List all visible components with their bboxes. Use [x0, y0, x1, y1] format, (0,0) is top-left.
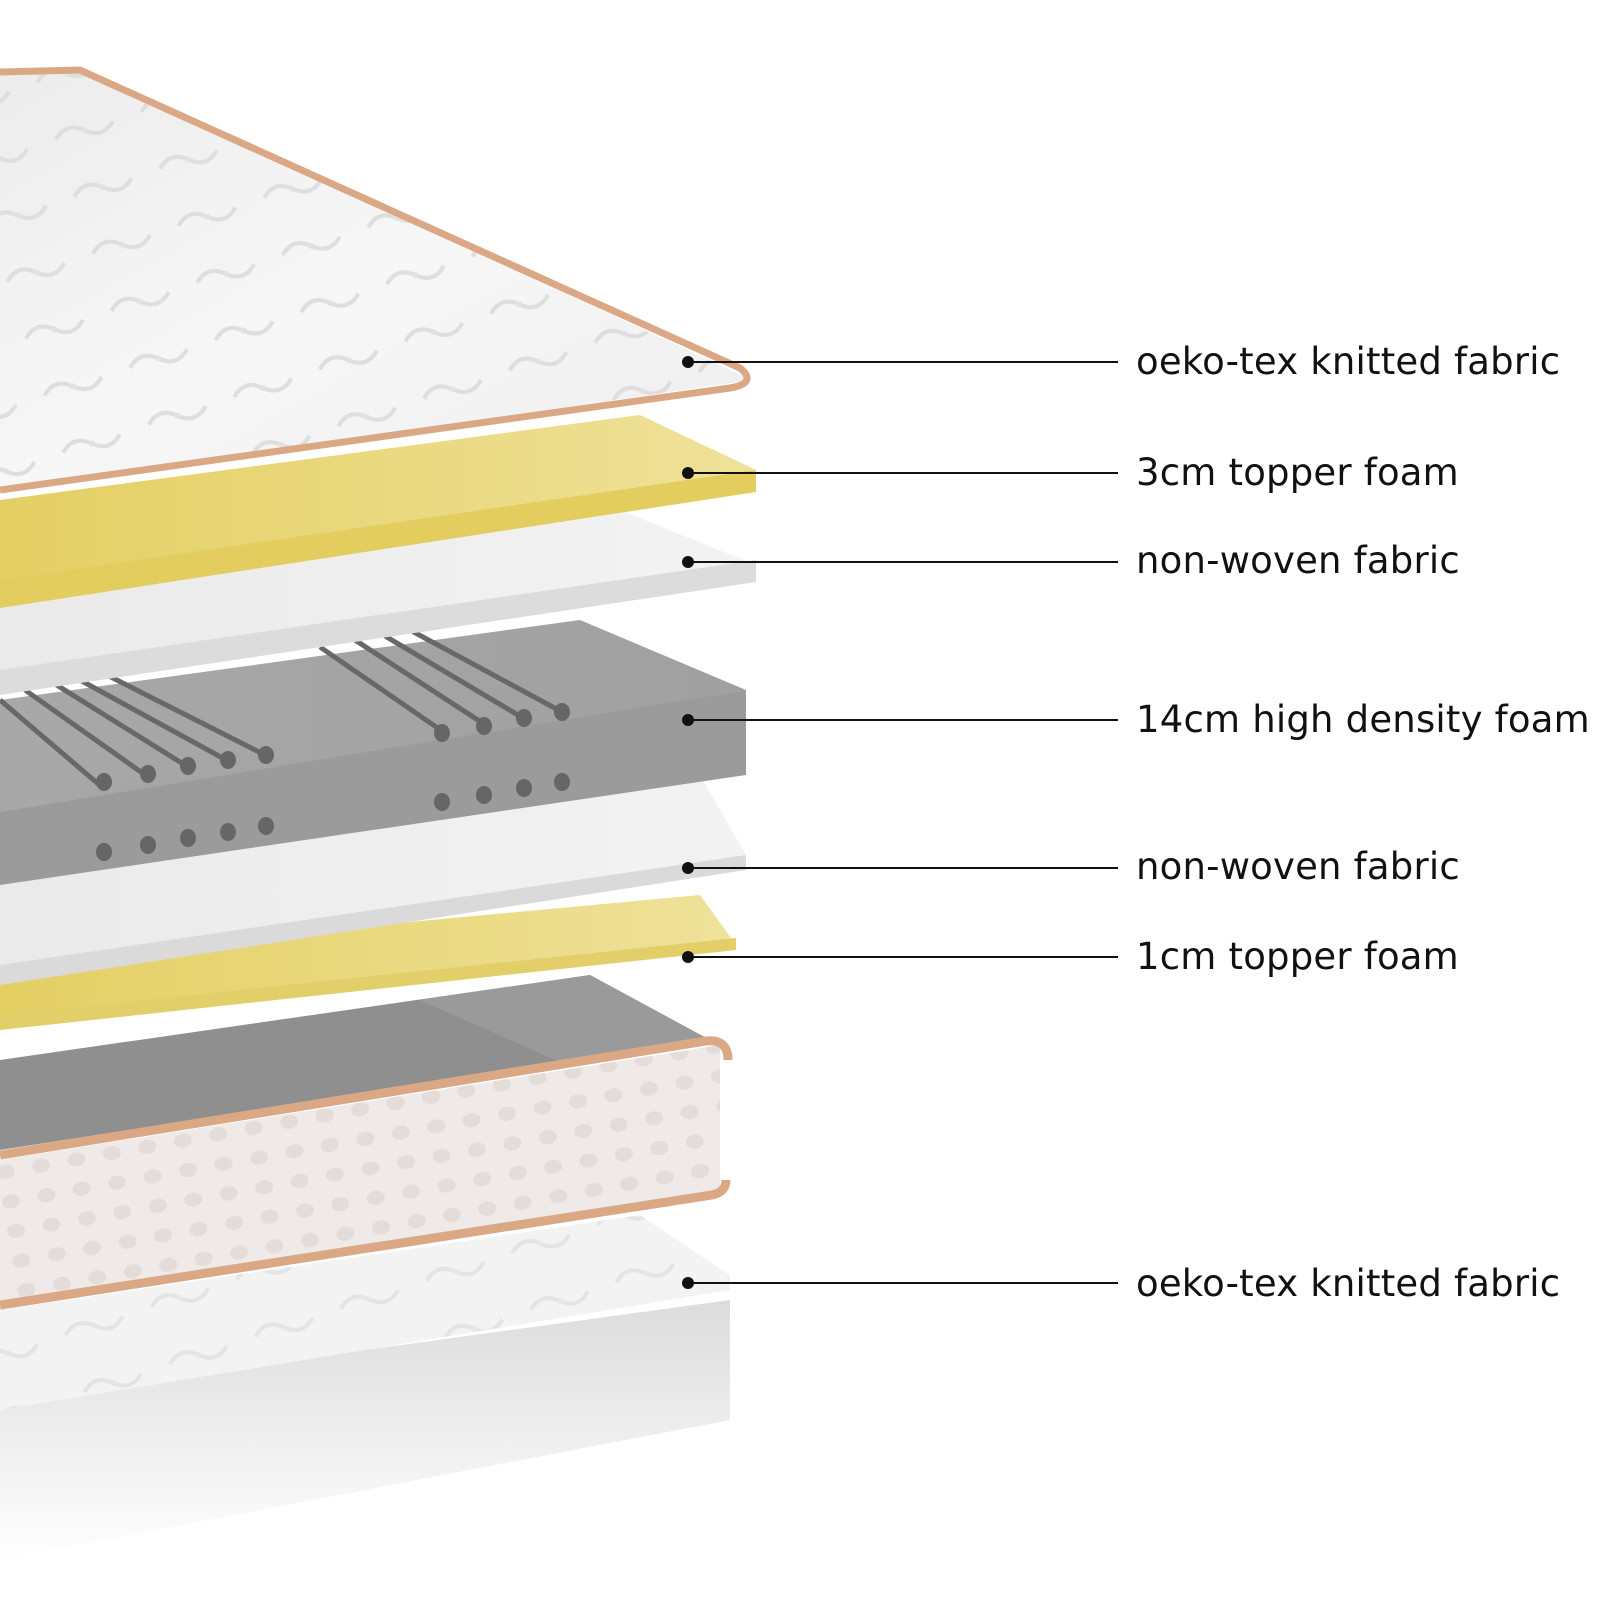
floor-shadow [0, 1300, 730, 1560]
callout-dot [682, 556, 694, 568]
callout-dot [682, 951, 694, 963]
label-3cm-topper-foam: 3cm topper foam [1136, 451, 1459, 494]
callout-leaders [688, 361, 1118, 1284]
callout-dot [682, 714, 694, 726]
top-fabric-piping [0, 66, 751, 494]
base-bottom-piping [0, 1179, 731, 1310]
foam-holes [96, 703, 570, 861]
callout-dot [682, 356, 694, 368]
label-top-knitted-fabric: oeko-tex knitted fabric [1136, 340, 1561, 383]
foam-channels [0, 627, 564, 790]
callout-dots [682, 356, 694, 1289]
callout-dot [682, 862, 694, 874]
label-bottom-knitted-fabric: oeko-tex knitted fabric [1136, 1262, 1561, 1305]
label-non-woven-fabric-lower: non-woven fabric [1136, 845, 1460, 888]
base-top-piping [0, 1036, 733, 1160]
label-non-woven-fabric-upper: non-woven fabric [1136, 539, 1460, 582]
non-woven-fabric-lower [0, 775, 746, 980]
callout-dot [682, 1277, 694, 1289]
topper-foam-1cm [0, 895, 736, 1028]
label-high-density-foam: 14cm high density foam [1136, 698, 1590, 741]
label-1cm-topper-foam: 1cm topper foam [1136, 935, 1459, 978]
callout-dot [682, 467, 694, 479]
